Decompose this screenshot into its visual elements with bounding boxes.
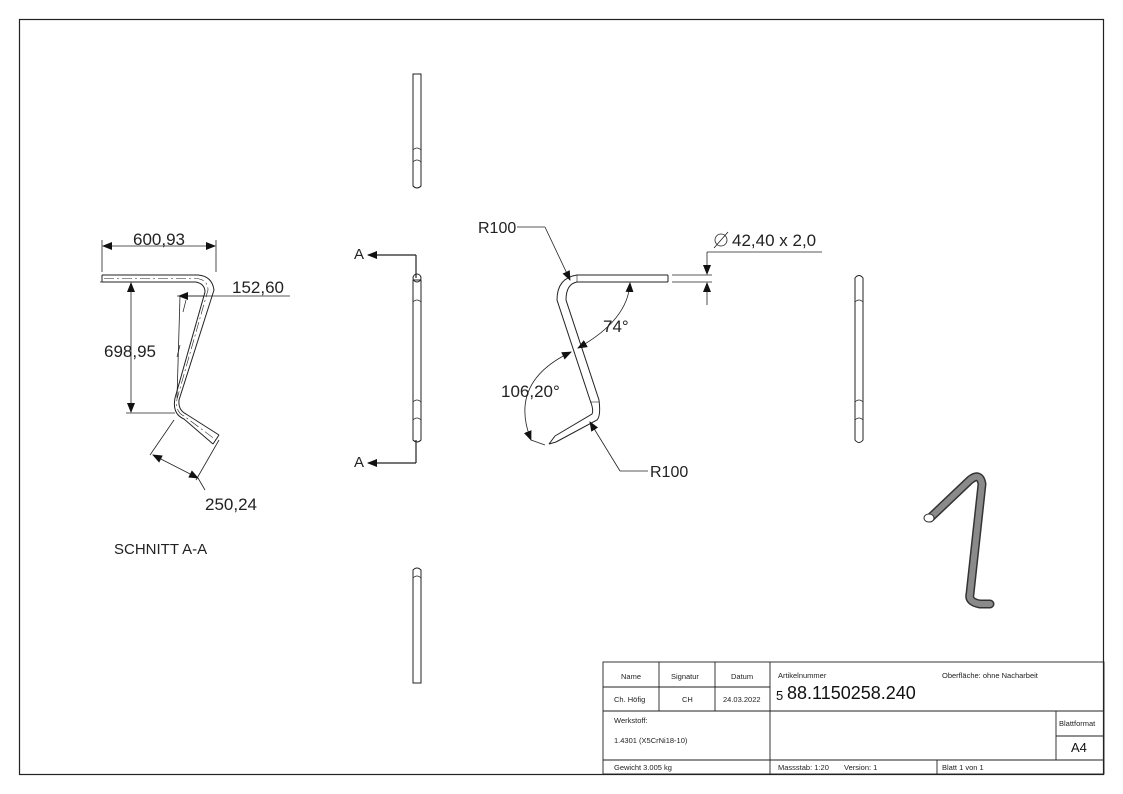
section-marker-top: A [354, 246, 364, 263]
dimension-width [101, 240, 217, 272]
angle-lower [523, 351, 572, 446]
artikelnummer-prefix: 5 [776, 688, 783, 703]
pipe-dimension-label: 42,40 x 2,0 [732, 231, 816, 250]
col-signatur: Signatur [671, 672, 699, 681]
pipe-dimension [672, 231, 822, 305]
radius-top-leader [517, 226, 571, 281]
dimension-offset [176, 292, 290, 399]
blatt-value: Blatt 1 von 1 [942, 763, 984, 772]
angle-upper-label: 74° [603, 317, 629, 336]
dimension-bottom-leg [149, 419, 220, 491]
version-value: Version: 1 [844, 763, 877, 772]
side-view [548, 274, 669, 445]
name-value: Ch. Höfig [614, 695, 645, 704]
section-line [367, 251, 417, 467]
angle-upper [577, 282, 634, 349]
datum-value: 24.03.2022 [723, 695, 761, 704]
col-datum: Datum [731, 672, 753, 681]
angle-lower-label: 106,20° [501, 382, 560, 401]
right-view [854, 275, 864, 443]
oberflaeche-label: Oberfläche: ohne Nacharbeit [942, 671, 1039, 680]
signatur-value: CH [682, 695, 693, 704]
artikelnummer-value: 88.1150258.240 [787, 683, 916, 703]
blattformat-value: A4 [1071, 740, 1087, 755]
radius-top-label: R100 [478, 220, 516, 237]
artikelnummer-label: Artikelnummer [778, 671, 827, 680]
radius-bottom-leader [589, 421, 648, 472]
werkstoff-value: 1.4301 (X5CrNi18-10) [614, 736, 688, 745]
radius-bottom-label: R100 [650, 464, 688, 481]
drawing-frame [18, 18, 1105, 776]
dim-offset-label: 152,60 [232, 278, 284, 297]
dimension-height [100, 281, 175, 414]
dim-bottom-leg-label: 250,24 [205, 495, 257, 514]
isometric-view [923, 472, 995, 609]
col-name: Name [621, 672, 641, 681]
title-block [602, 661, 1105, 775]
front-view [412, 73, 422, 684]
section-marker-bottom: A [354, 454, 364, 471]
blattformat-label: Blattformat [1059, 719, 1096, 728]
section-label: SCHNITT A-A [114, 541, 207, 558]
massstab-value: Massstab: 1:20 [778, 763, 829, 772]
section-view [101, 274, 220, 445]
dim-width-label: 600,93 [133, 230, 185, 249]
werkstoff-label: Werkstoff: [614, 716, 647, 725]
gewicht-value: Gewicht 3.005 kg [614, 763, 672, 772]
dim-height-label: 698,95 [104, 342, 156, 361]
